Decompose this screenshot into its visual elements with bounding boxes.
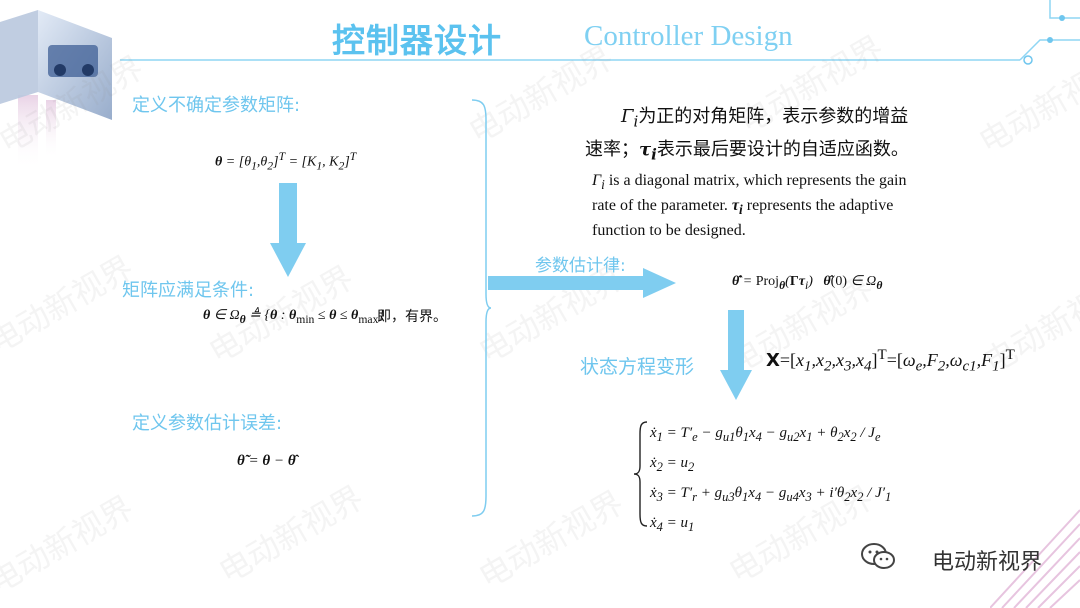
state-equation-line: ẋ4 = u1 <box>650 515 695 534</box>
state-equation-system: ẋ1 = T′e − gu1θ1x4 − gu2x1 + θ2x2 / Je ẋ… <box>650 418 891 538</box>
estimation-law-label: 参数估计律: <box>535 256 626 276</box>
down-arrow-icon <box>720 310 752 400</box>
wechat-icon <box>861 543 895 569</box>
watermark-text: 电动新视界 <box>472 483 630 597</box>
state-vector-equation: X=[x1,x2,x3,x4]T=[ωe,F2,ωc1,F1]T <box>766 347 1015 375</box>
state-equation-line: ẋ3 = T′r + gu3θ1x4 − gu4x3 + i′θ2x2 / J′… <box>650 485 892 504</box>
decorative-corner-stripes <box>990 509 1080 608</box>
watermark-text: 电动新视界 <box>212 478 370 592</box>
gamma-description-en: Γi is a diagonal matrix, which represent… <box>592 172 907 240</box>
state-equation-line: ẋ2 = u2 <box>650 455 695 474</box>
state-equation-line: ẋ1 = T′e − gu1θ1x4 − gu2x1 + θ2x2 / Je <box>650 425 881 444</box>
system-brace <box>633 421 648 527</box>
gamma-description-cn: Γi为正的对角矩阵，表示参数的增益 速率；τi表示最后要设计的自适应函数。 <box>585 106 909 164</box>
page-title-english: Controller Design <box>584 20 793 52</box>
define-error-label: 定义参数估计误差: <box>132 413 283 434</box>
matrix-condition-label: 矩阵应满足条件: <box>122 280 255 301</box>
page-title: 控制器设计 <box>332 21 502 60</box>
section-bracket <box>471 99 492 517</box>
condition-note: 即，有界。 <box>377 309 447 325</box>
estimation-law-equation: θ̂̇ = Projθ(Γτi) θ̂(0) ∈ Ωθ <box>732 274 883 292</box>
decorative-cube-graphic <box>0 10 112 170</box>
header-decor-lines <box>120 0 1080 65</box>
estimation-error-equation: θ̃ = θ − θ̂ <box>237 453 296 469</box>
define-params-label: 定义不确定参数矩阵: <box>132 95 301 116</box>
param-vector-equation: θ = [θ1,θ2]T = [K1, K2]T <box>215 150 357 173</box>
watermark-text: 电动新视界 <box>0 248 140 362</box>
state-transform-label: 状态方程变形 <box>580 356 695 378</box>
brand-name: 电动新视界 <box>931 550 1042 575</box>
right-arrow-icon <box>488 268 676 298</box>
param-bound-condition: θ ∈ Ωθ ≜ {θ : θmin ≤ θ ≤ θmax} <box>203 308 385 326</box>
down-arrow-icon <box>270 183 306 277</box>
watermark-text: 电动新视界 <box>0 488 140 602</box>
